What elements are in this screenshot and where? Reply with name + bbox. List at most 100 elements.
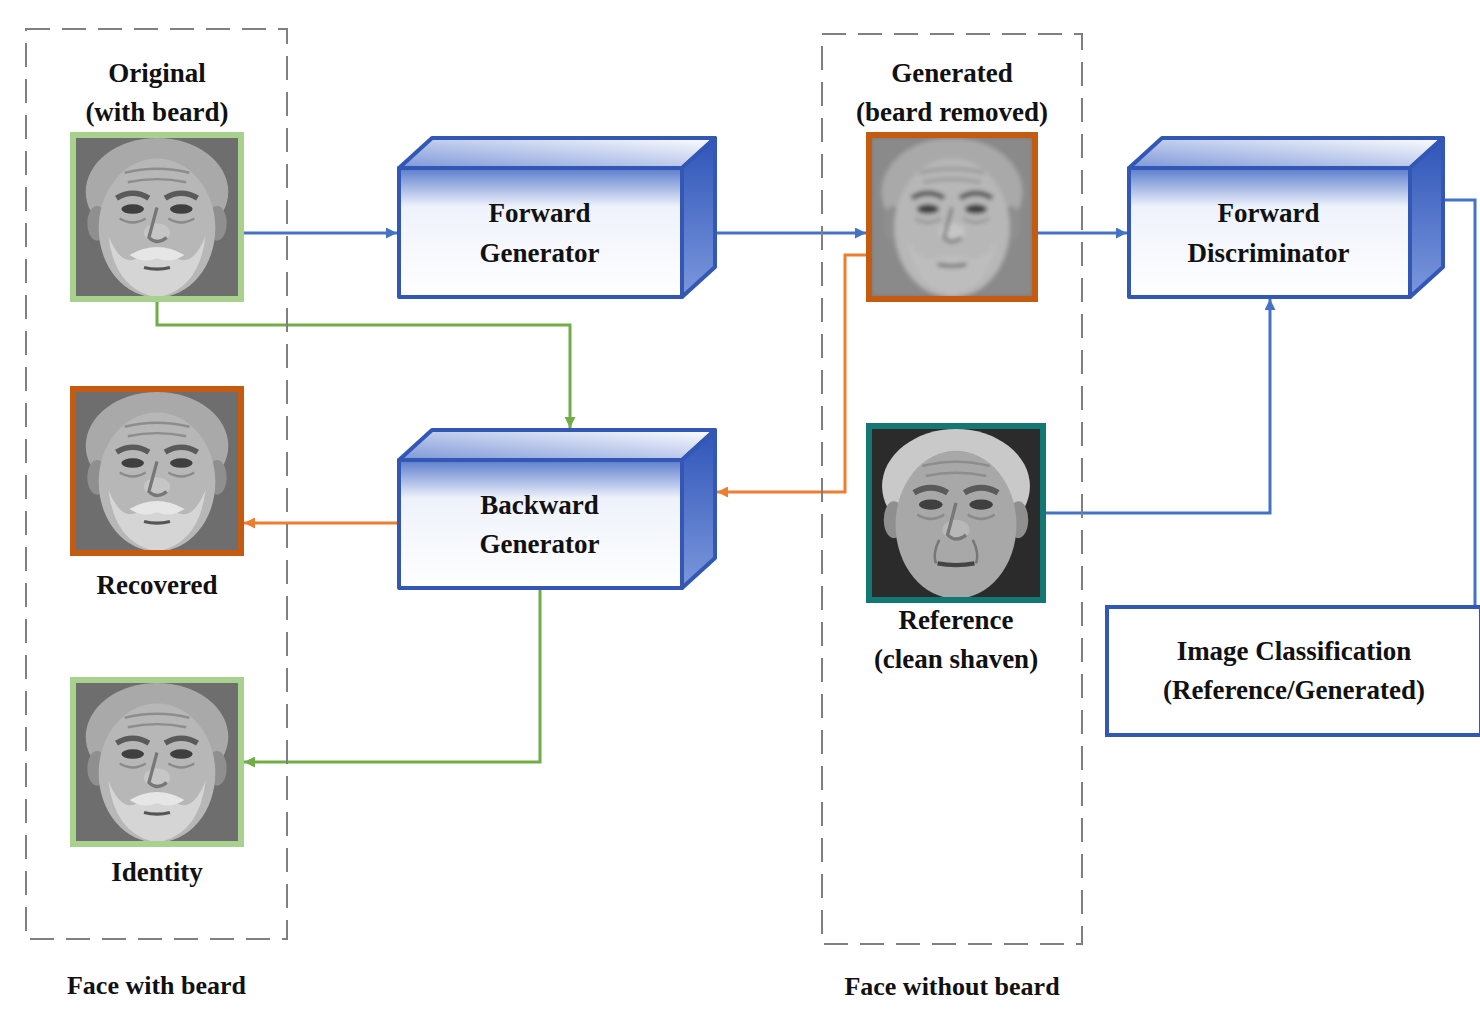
eye [121,749,144,758]
eye [121,458,144,467]
eye-bag [120,473,195,477]
face-photo [76,138,238,296]
moustache [129,501,184,515]
eyebrow [964,488,998,493]
face-drawing [76,683,238,841]
face-skin [99,413,216,550]
wrinkle [922,462,989,476]
nose [149,462,167,496]
wrinkle [125,423,190,436]
connector-arrow [244,590,540,762]
eye [919,500,943,510]
image-node: Recovered [70,386,244,556]
image-node: Reference (clean shaven) [866,423,1046,603]
box-label: Forward Discriminator [1181,194,1356,272]
text-holder: Forward Generator [397,168,682,299]
dashed-border [26,29,287,939]
image-node: Generated (beard removed) [866,132,1038,302]
image-node: Original (with beard) [70,132,244,302]
box-side-face [682,430,715,588]
eye-bag [120,764,195,768]
beard [108,236,205,296]
face-photo [76,392,238,550]
face-drawing [872,138,1032,296]
classifier-box: Image Classification (Reference/Generate… [1105,605,1480,737]
dashed-border [822,34,1082,944]
face-skin [99,159,216,296]
moustache [129,792,184,806]
mouth [938,264,967,266]
eyebrow [912,193,944,198]
face-skin [896,451,1017,597]
nose [944,208,962,242]
eyebrow [165,447,197,452]
image-caption: Generated (beard removed) [852,54,1052,132]
eyebrow [165,193,197,198]
nose [149,208,167,242]
beard [108,490,205,550]
face-skin [99,704,216,841]
group-region: Generated (beard removed) Reference (clea… [821,33,1083,945]
connector-arrow [1046,299,1270,513]
discriminator-box: Forward Discriminator [1127,136,1445,299]
image-caption: Original (with beard) [78,54,236,132]
box-label: Image Classification (Reference/Generate… [1124,632,1464,710]
eye [170,204,193,213]
mouth [144,522,170,524]
eye [969,500,993,510]
eyebrow [117,447,149,452]
face-photo [872,429,1040,597]
face-drawing [76,392,238,550]
face-drawing [872,429,1040,597]
box-top-face [399,430,715,460]
image-node: Identity [70,677,244,847]
text-holder: Backward Generator [397,460,682,590]
box-top-face [399,138,715,168]
wrinkle [920,169,984,182]
eye-bag [120,219,195,223]
cheek-line [935,540,978,564]
group-region: Original (with beard)RecoveredIdentityFa… [25,28,288,940]
box-side-face [1410,138,1443,297]
face-drawing [76,138,238,296]
connector-arrow [717,255,866,492]
connector-arrow [244,232,397,235]
eyebrow [117,193,149,198]
box-front-face [1129,168,1410,297]
eye [170,458,193,467]
connector-arrow [244,522,397,525]
eyebrow [960,193,992,198]
text-holder: Image Classification (Reference/Generate… [1109,609,1479,733]
eye [917,204,939,213]
beard-shadow [907,239,997,294]
text-holder: Forward Discriminator [1127,168,1410,299]
box-label: Backward Generator [452,486,627,564]
box-top-face [1129,138,1443,168]
box-front-face [399,168,682,297]
eyebrow [914,488,948,493]
mouth [144,268,170,270]
eye [170,749,193,758]
generator-box: Forward Generator [397,136,717,299]
group-label: Face with beard [67,970,246,1001]
eyebrow [117,738,149,743]
mouth [938,563,975,565]
box-side-face [682,138,715,297]
moustache [129,247,184,261]
wrinkle [125,714,190,727]
image-caption: Identity [70,853,244,892]
generator-box: Backward Generator [397,428,717,590]
nose [948,503,966,539]
image-caption: Recovered [70,566,244,605]
connector-arrow [717,232,866,235]
eye [965,204,987,213]
wrinkle [125,169,190,182]
nose [149,753,167,787]
face-photo [76,683,238,841]
eyebrow [165,738,197,743]
face-skin [894,159,1009,296]
image-caption: Reference (clean shaven) [866,601,1046,679]
box-label: Forward Generator [452,194,627,272]
connector-arrow [1445,200,1480,670]
